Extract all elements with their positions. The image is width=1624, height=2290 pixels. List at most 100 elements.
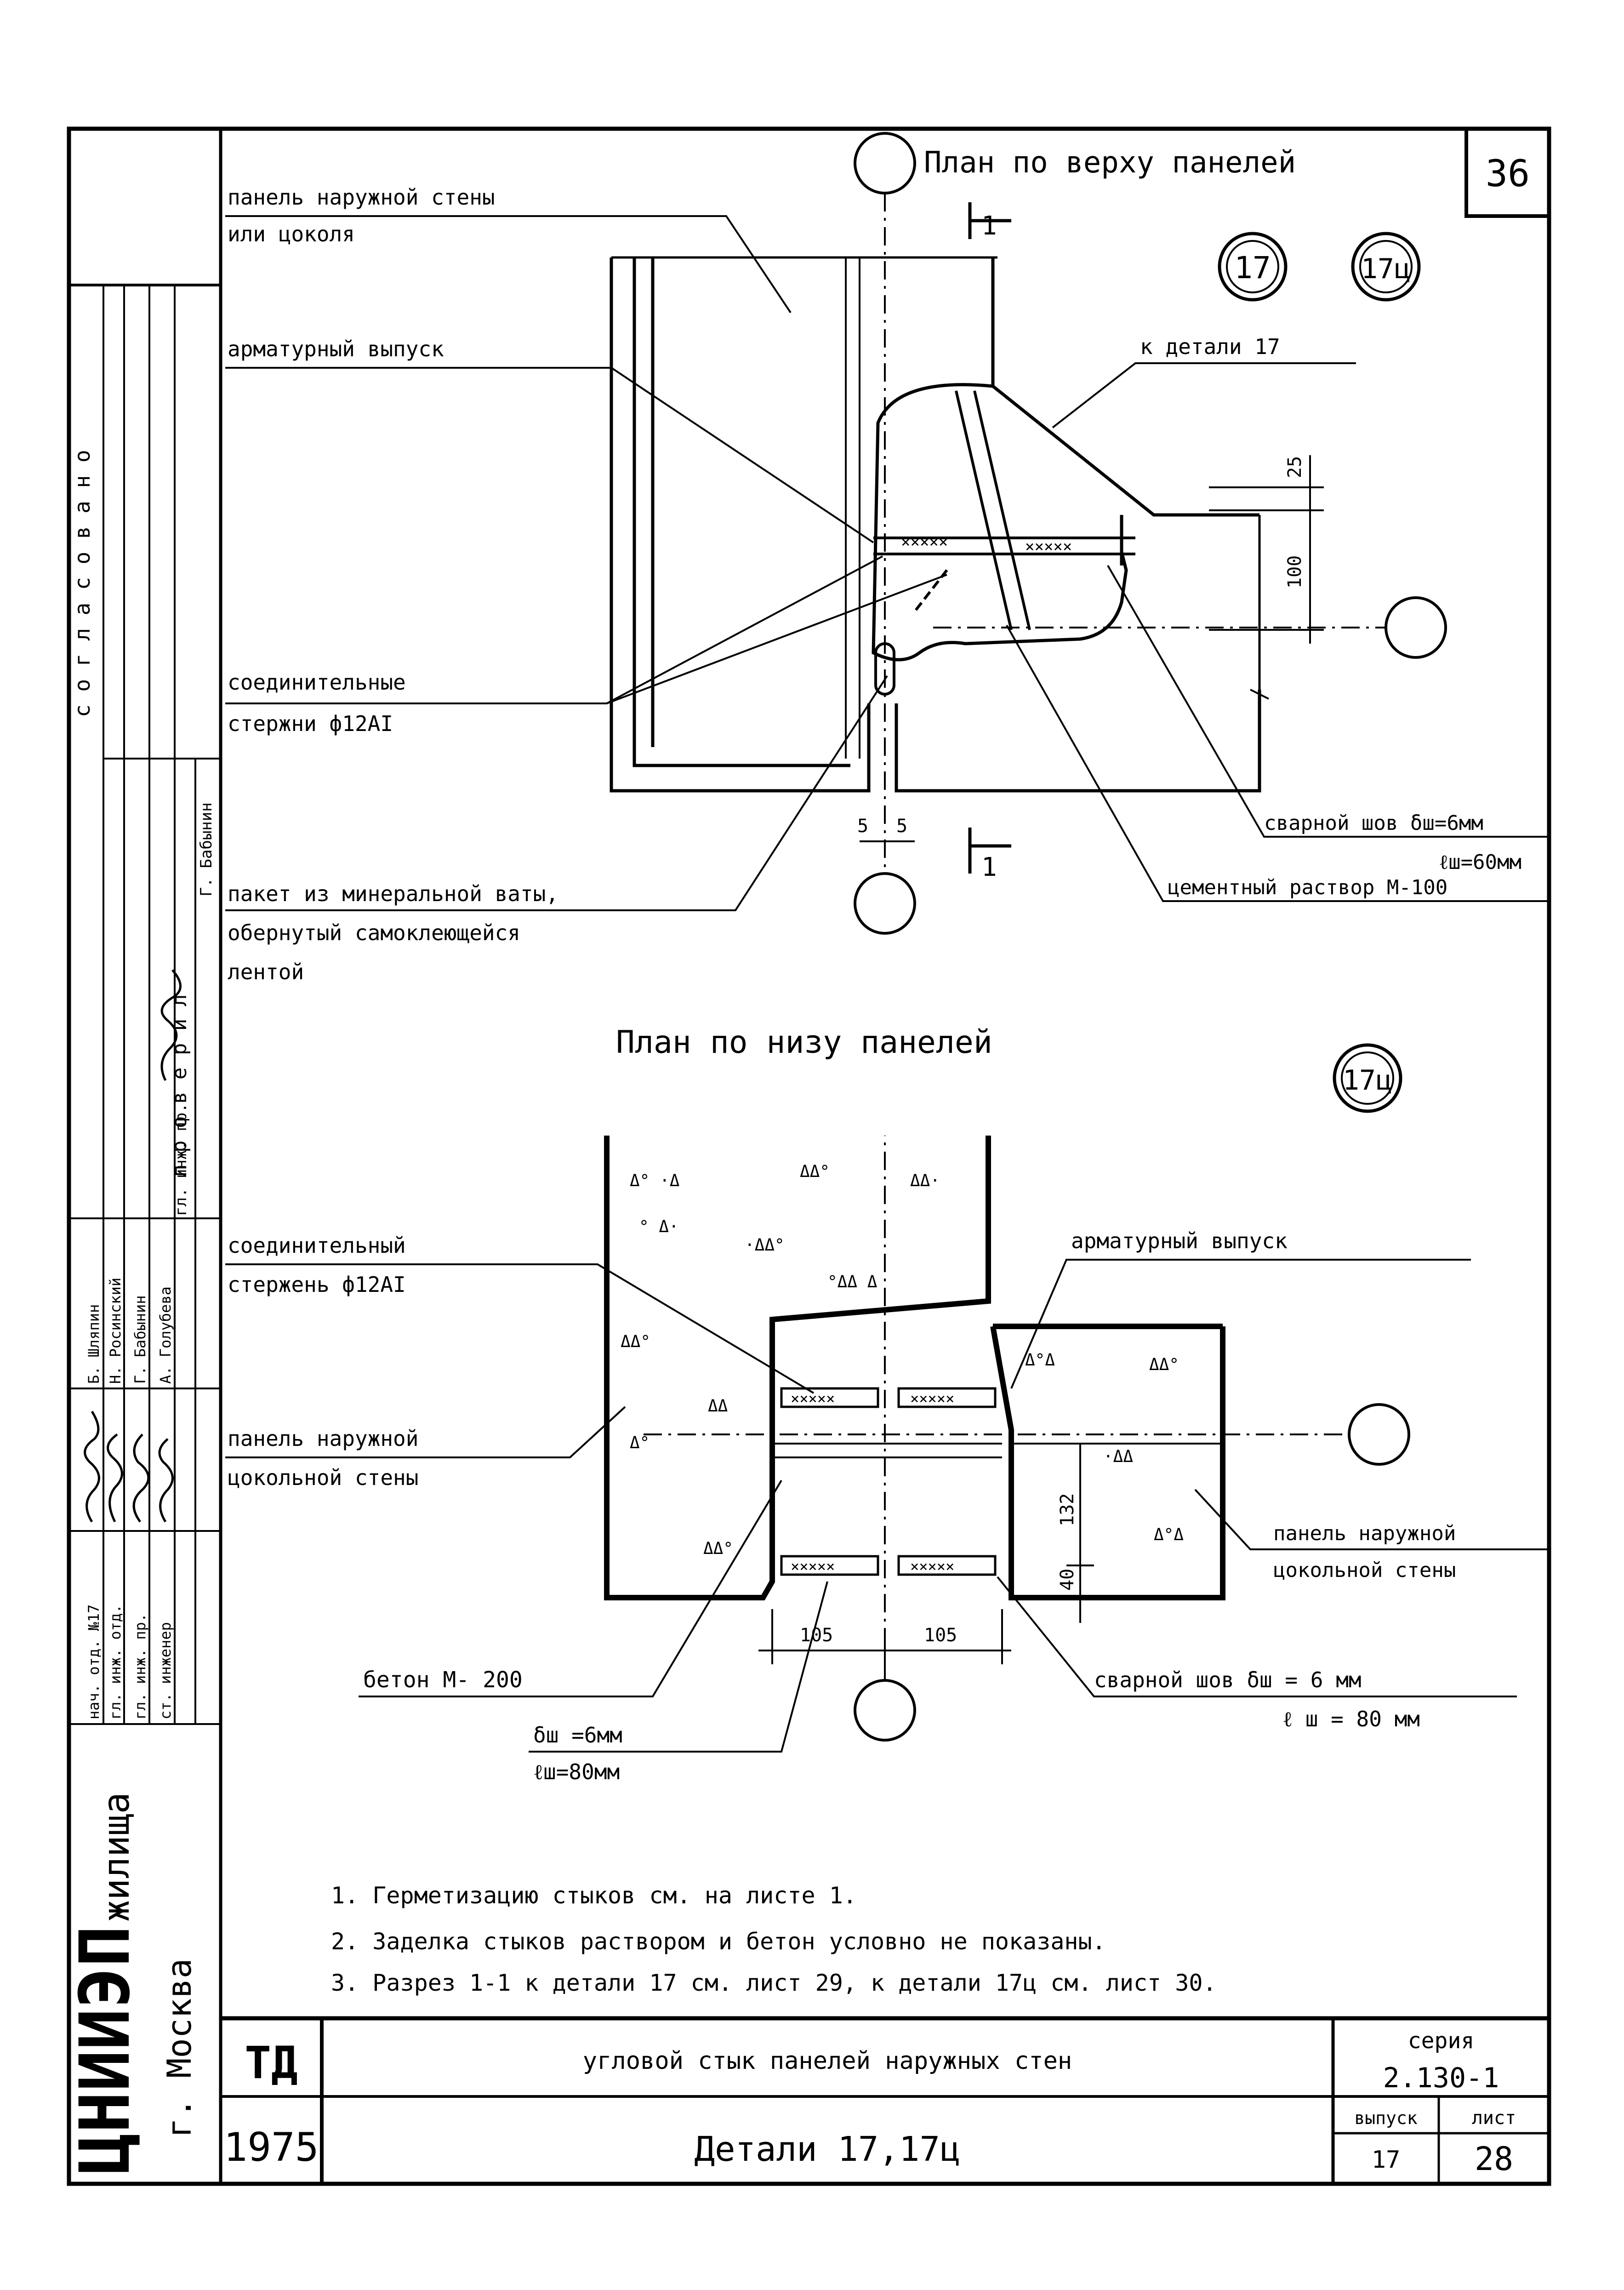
top-rebar: [873, 390, 1135, 696]
signoff-name: Б. Шляпин: [85, 1304, 103, 1384]
notes: 1. Герметизацию стыков см. на листе 1. 2…: [331, 1882, 1217, 1996]
dim-40: 40: [1057, 1569, 1078, 1591]
signoff-name: А. Голубева: [157, 1286, 174, 1384]
svg-text:ΔΔ: ΔΔ: [708, 1397, 728, 1416]
sheet-value: 28: [1475, 2140, 1513, 2178]
top-plan-title: План по верху панелей: [924, 146, 1296, 180]
detail-marker-17c: [1333, 1043, 1402, 1113]
signatures: [84, 969, 182, 1523]
signoff-top: гл. инж. пр. Г. Бабынин: [172, 802, 216, 1216]
label-panel-right: панель наружной: [1273, 1522, 1456, 1545]
bottom-dims: [758, 1444, 1094, 1664]
svg-text:×××××: ×××××: [901, 533, 948, 551]
label-panel-left: панель наружной: [228, 1426, 418, 1451]
note-item: 3. Разрез 1-1 к детали 17 см. лист 29, к…: [331, 1970, 1217, 1996]
description: угловой стык панелей наружных стен: [583, 2047, 1072, 2075]
concrete-hatch: Δ° ·Δ ΔΔ° ΔΔ· ° Δ· ·ΔΔ° °ΔΔ Δ ΔΔ° ΔΔ Δ° …: [621, 1162, 1184, 1558]
bottom-leaders: [225, 1259, 1549, 1753]
dim-132: 132: [1057, 1493, 1078, 1526]
svg-text:Δ°: Δ°: [630, 1433, 650, 1452]
section-number: 1: [981, 852, 997, 882]
top-plan: План по верху панелей 17 17ц 1 1: [225, 132, 1549, 984]
dim-105: 105: [924, 1625, 957, 1646]
label-wool: лентой: [228, 959, 304, 984]
issue-label: выпуск: [1354, 2108, 1417, 2128]
dim-25: 25: [1284, 456, 1305, 478]
signoff-name: Г. Бабынин: [131, 1295, 149, 1384]
sheet-number: 36: [1486, 152, 1530, 195]
detail-17c: 17ц: [1343, 1064, 1392, 1096]
label-rods: стержни ф12АI: [228, 711, 393, 736]
label-rebar: арматурный выпуск: [228, 337, 444, 361]
label-weld: ℓш=60мм: [1439, 851, 1521, 874]
signoff-role: ст. инженер: [157, 1622, 174, 1719]
label-weld-right: ℓ ш = 80 мм: [1282, 1707, 1420, 1731]
signoff-role: гл. инж. отд.: [107, 1605, 124, 1719]
svg-text:ΔΔ·: ΔΔ·: [910, 1171, 940, 1190]
top-weld-marks: ××××× ×××××: [901, 533, 1072, 556]
signoff-bottom: нач. отд. №17 гл. инж. отд. гл. инж. пр.…: [85, 1278, 174, 1719]
label-weld-right: сварной шов δш = 6 мм: [1094, 1668, 1362, 1692]
note-item: 2. Заделка стыков раствором и бетон усло…: [331, 1928, 1106, 1955]
label-panel-left: цокольной стены: [228, 1465, 418, 1490]
label-rebar: арматурный выпуск: [1071, 1228, 1288, 1253]
signoff-role: нач. отд. №17: [85, 1605, 103, 1719]
td-mark: ТД: [245, 2037, 298, 2089]
label-rods: соединительные: [228, 670, 406, 695]
svg-text:×××××: ×××××: [910, 1390, 954, 1407]
label-rod: стержень ф12АI: [228, 1272, 406, 1297]
sheet-label: лист: [1472, 2107, 1516, 2129]
dim-105: 105: [800, 1625, 833, 1646]
agreed-label: с о г л а с о в а н о: [70, 450, 95, 717]
label-panel: панель наружной стены: [228, 185, 495, 210]
svg-text:ΔΔ°: ΔΔ°: [703, 1539, 733, 1558]
top-dims: [860, 455, 1324, 842]
label-weld-left: ℓш=80мм: [533, 1759, 620, 1784]
org-stamp: ЦНИИЭП жилища г. Москва: [65, 1792, 199, 2175]
label-panel-right: цокольной стены: [1273, 1559, 1456, 1582]
label-wool: пакет из минеральной ваты,: [228, 881, 558, 906]
label-concrete: бетон М- 200: [363, 1667, 523, 1693]
svg-text:Δ° ·Δ: Δ° ·Δ: [630, 1171, 680, 1190]
bottom-rebar: [780, 1387, 997, 1576]
svg-text:° Δ·: ° Δ·: [639, 1217, 679, 1236]
issue-value: 17: [1372, 2146, 1401, 2174]
signoff-role: гл. инж. пр.: [131, 1613, 149, 1719]
note-item: 1. Герметизацию стыков см. на листе 1.: [331, 1882, 857, 1909]
svg-text:·ΔΔ: ·ΔΔ: [1103, 1447, 1133, 1466]
bottom-panels: [604, 1136, 1225, 1600]
dim-gap: 5: [896, 816, 907, 837]
label-wool: обернутый самоклеющейся: [228, 920, 520, 945]
svg-text:·ΔΔ°: ·ΔΔ°: [745, 1236, 785, 1255]
svg-text:Δ°Δ: Δ°Δ: [1025, 1351, 1055, 1370]
label-weld: сварной шов δш=6мм: [1264, 811, 1483, 835]
label-weld-left: δш =6мм: [533, 1723, 622, 1747]
drawing-name: Детали 17,17ц: [694, 2130, 960, 2169]
bottom-plan: План по низу панелей 17ц Δ° ·Δ ΔΔ° ΔΔ· °…: [225, 1024, 1549, 1784]
svg-text:°ΔΔ Δ: °ΔΔ Δ: [827, 1273, 878, 1291]
left-stamp: [69, 285, 221, 1725]
svg-text:×××××: ×××××: [1025, 537, 1072, 556]
label-to-detail: к детали 17: [1140, 334, 1280, 359]
detail-17c: 17ц: [1361, 253, 1411, 285]
signoff-name: Н. Росинский: [107, 1278, 124, 1384]
bottom-axis: [644, 1136, 1410, 1742]
series-value: 2.130-1: [1383, 2062, 1499, 2094]
year: 1975: [223, 2124, 319, 2170]
section-number: 1: [981, 211, 997, 241]
org-suffix: жилища: [96, 1792, 137, 1922]
signoff-role: гл. инж. пр.: [172, 1103, 190, 1216]
sheet-frame: [67, 126, 1551, 2186]
dim-100: 100: [1284, 555, 1305, 588]
org-city: г. Москва: [160, 1959, 199, 2138]
svg-text:ΔΔ°: ΔΔ°: [1149, 1355, 1179, 1374]
signoff-name: Г. Бабынин: [197, 802, 216, 897]
series-label: серия: [1408, 2028, 1475, 2054]
svg-text:ΔΔ°: ΔΔ°: [800, 1162, 830, 1181]
svg-text:ΔΔ°: ΔΔ°: [621, 1332, 650, 1351]
title-block: [221, 2016, 1549, 2184]
label-rod: соединительный: [228, 1233, 406, 1258]
label-mortar: цементный раствор М-100: [1168, 876, 1447, 899]
top-panels: [610, 256, 1269, 793]
